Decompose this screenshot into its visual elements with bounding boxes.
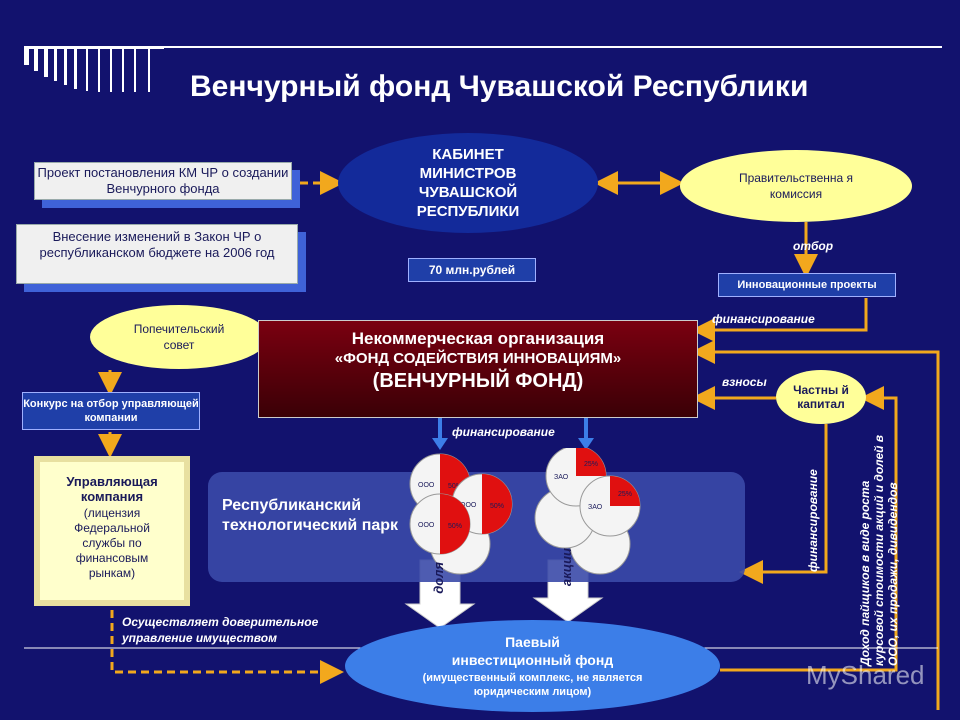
pie-slice: [440, 494, 470, 554]
pie-pct: 25%: [584, 461, 598, 468]
financing-mid-label: финансирование: [452, 425, 555, 439]
private-capital-label: Частны й капитал: [793, 383, 849, 411]
pie-label: ООО: [418, 482, 435, 489]
pie-pct: 50%: [490, 503, 504, 510]
gov-commission-label: Правительственна я комиссия: [738, 171, 854, 201]
amount-badge: 70 млн.рублей: [408, 258, 536, 282]
changes-box: Внесение изменений в Закон ЧР о республи…: [16, 224, 298, 284]
nko-line2: «ФОНД СОДЕЙСТВИЯ ИННОВАЦИЯМ»: [334, 350, 622, 367]
dolya-label: доля: [431, 562, 446, 594]
akcii-label: акции: [559, 548, 574, 587]
pie-pct: 50%: [448, 523, 462, 530]
mgmt-sub: (лицензия Федеральной службы по финансов…: [74, 506, 150, 580]
watermark: MyShared: [806, 660, 925, 690]
nko-box: Некоммерческая организация «ФОНД СОДЕЙСТ…: [258, 320, 698, 418]
private-capital-oval: Частны й капитал: [776, 370, 866, 424]
pie-slice: [610, 476, 640, 506]
innov-projects-label: Инновационные проекты: [718, 273, 896, 297]
pie-chart: ЗАО 25%: [579, 475, 641, 537]
pie-pct: 50%: [448, 483, 462, 490]
trust-label: Осуществляет доверительное управление им…: [122, 615, 319, 645]
pif-title: Паевый инвестиционный фонд: [451, 634, 614, 668]
pie-slice: [576, 448, 606, 476]
board-oval: Попечительский совет: [90, 305, 268, 369]
project-box: Проект постановления КМ ЧР о создании Ве…: [34, 162, 292, 200]
contributions-label: взносы: [722, 375, 767, 389]
mgmt-company-box: Управляющая компания (лицензия Федеральн…: [34, 456, 190, 606]
cabinet-label: КАБИНЕТ МИНИСТРОВ ЧУВАШСКОЙ РЕСПУБЛИКИ: [416, 146, 520, 220]
financing-top-label: финансирование: [712, 312, 815, 326]
nko-line3: (ВЕНЧУРНЫЙ ФОНД): [372, 370, 584, 392]
pies: ООО 50% ООО 50% ООО 50% ЗАО 25% ЗАО 25%: [409, 448, 641, 575]
pie-label: ООО: [418, 522, 435, 529]
pie-label: ООО: [460, 502, 477, 509]
mgmt-title: Управляющая компания: [66, 474, 158, 504]
pie-slice: [482, 474, 512, 534]
cabinet-oval: КАБИНЕТ МИНИСТРОВ ЧУВАШСКОЙ РЕСПУБЛИКИ: [338, 133, 598, 233]
pie-label: ЗАО: [588, 504, 603, 511]
pie-label: ЗАО: [554, 474, 569, 481]
pie-chart: ООО 50%: [409, 493, 471, 555]
tech-park-label: Республиканский технологический парк: [222, 497, 399, 534]
nko-line1: Некоммерческая организация: [351, 329, 605, 348]
gov-commission-oval: Правительственна я комиссия: [680, 150, 912, 222]
board-label: Попечительский совет: [133, 322, 225, 352]
contest-label: Конкурс на отбор управляющей компании: [22, 392, 200, 430]
pie-pct: 25%: [618, 491, 632, 498]
income-vert-label: Доход пайщиков в виде роста курсовой сто…: [858, 434, 900, 666]
financing-vert-label: финансирование: [806, 469, 820, 572]
top-rule: [24, 46, 942, 48]
pif-sub: (имущественный комплекс, не является юри…: [422, 672, 643, 698]
page-title: Венчурный фонд Чувашской Республики: [190, 70, 809, 103]
pif-oval: Паевый инвестиционный фонд (имущественны…: [345, 620, 720, 712]
otbor-label: отбор: [793, 239, 834, 253]
